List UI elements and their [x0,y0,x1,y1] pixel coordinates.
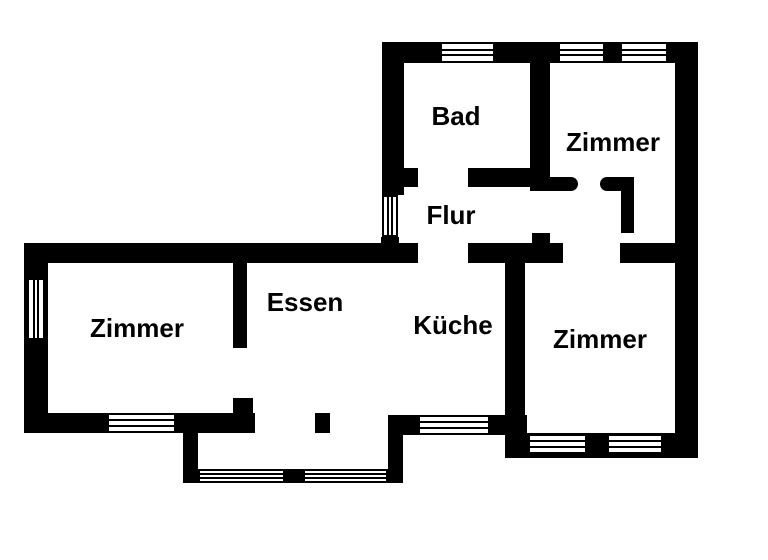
window-pane-line [442,48,493,51]
vestibule-wall [621,181,634,233]
window-pane-line [32,280,35,338]
window-pane-line [560,48,603,51]
window-bad-north [440,42,495,63]
window-pane-line [560,54,603,57]
window-zimmer-left-west [27,278,45,340]
room-label-zimmer-top-right: Zimmer [566,127,660,157]
window-pane-line [305,473,386,476]
window-zimmer-br-south-2 [607,434,663,454]
window-pane-line [609,440,661,443]
window-pane-line [609,445,661,448]
window-pane-line [37,280,40,338]
bad-south-wall [468,168,535,187]
zimmer-essen-divider-stub [233,398,253,433]
window-pane-line [420,421,488,424]
window-zimmer-tr-north-2 [620,42,668,63]
room-label-kueche: Küche [413,310,493,340]
upper-left-window-jamb [381,237,399,245]
window-pane-line [200,476,283,479]
window-pane-line [109,424,174,427]
room-label-zimmer-left: Zimmer [90,313,184,343]
window-pane-line [386,197,389,235]
window-pane-line [391,197,393,235]
window-bay-south-1 [198,469,285,483]
main-wall-mid [468,243,563,263]
kueche-zimmer-divider [505,260,525,458]
main-wall-west [24,243,418,263]
room-label-zimmer-bottom-right: Zimmer [553,324,647,354]
window-bay-south-2 [303,469,388,483]
room-label-essen: Essen [266,287,344,317]
bad-zimmer-divider [530,42,550,178]
upper-left-wall [382,42,404,195]
bay-opening-pillar [315,413,330,433]
window-pane-line [622,54,666,57]
window-pane-line [109,419,174,422]
window-flur-west [382,195,398,237]
main-wall-east [620,243,698,263]
window-kueche-south [418,415,490,435]
window-zimmer-br-south-1 [528,434,587,454]
room-label-flur: Flur [426,200,476,230]
window-pane-line [420,426,488,429]
window-zimmer-tr-north-1 [558,42,605,63]
bad-door-jamb-west [383,168,418,187]
window-pane-line [200,473,283,476]
window-pane-line [305,476,386,479]
window-pane-line [530,445,585,448]
room-label-bad: Bad [431,101,481,131]
window-pane-line [622,48,666,51]
zimmer-tr-door-stub-west [530,177,578,191]
window-pane-line [442,54,493,57]
main-wall-door-jamb [532,233,550,243]
window-pane-line [530,440,585,443]
zimmer-essen-divider [233,260,247,348]
window-zimmer-left-south [107,413,176,433]
